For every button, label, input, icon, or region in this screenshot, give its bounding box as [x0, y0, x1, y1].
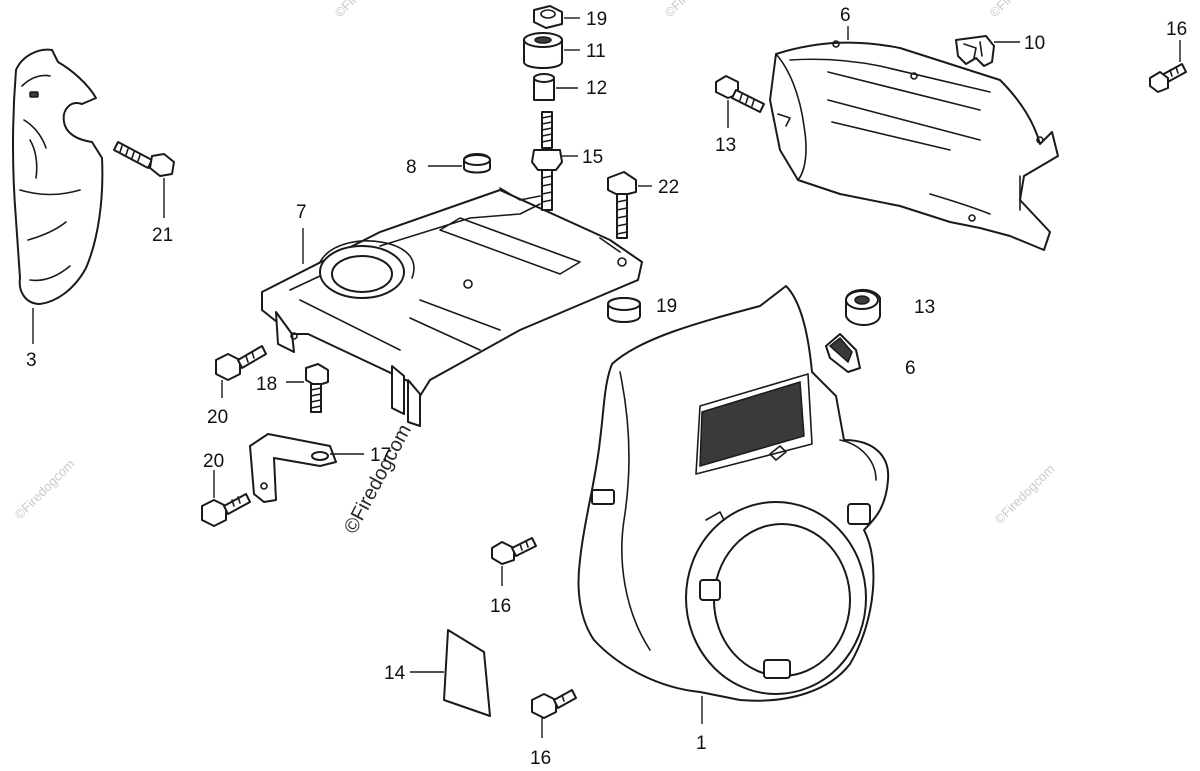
callout-10: 10 [1024, 33, 1045, 54]
part-22-bolt[interactable] [607, 171, 637, 239]
callout-8: 8 [406, 157, 417, 178]
callout-22: 22 [658, 177, 679, 198]
copyright-watermark: ©Firedogcom [340, 421, 416, 538]
watermark-text: ©Firedogcom [332, 0, 398, 20]
callout-13: 13 [914, 297, 935, 318]
callout-1: 1 [696, 733, 707, 754]
part-1-fan-cover[interactable] [577, 285, 890, 702]
part-21-bolt[interactable] [113, 141, 175, 177]
callout-11: 11 [586, 41, 606, 62]
part-19-grommet[interactable] [607, 297, 641, 323]
part-11-rubber-mount[interactable] [523, 32, 563, 69]
callout-21: 21 [152, 225, 173, 246]
part-14-label[interactable] [443, 629, 491, 717]
callout-19: 19 [586, 9, 607, 30]
callout-19: 19 [656, 296, 677, 317]
watermark-text: ©Firedogcom [0, 0, 47, 14]
callout-12: 12 [586, 78, 607, 99]
callout-20: 20 [207, 407, 228, 428]
callout-14: 14 [384, 663, 406, 684]
callout-15: 15 [582, 147, 603, 168]
watermark-text: ©Firedogcom [987, 0, 1053, 20]
callout-16: 16 [1166, 19, 1187, 40]
callout-20: 20 [203, 451, 224, 472]
part-16-bolt-top[interactable] [1149, 63, 1187, 93]
part-16-bolt-bottom[interactable] [531, 689, 577, 719]
part-18-bolt[interactable] [305, 363, 329, 413]
callout-6: 6 [905, 358, 916, 379]
part-8-cap[interactable] [463, 153, 491, 174]
part-12-collar[interactable] [533, 73, 555, 101]
part-13-grommet[interactable] [845, 289, 881, 326]
part-13-bolt[interactable] [715, 75, 765, 113]
part-16-bolt-middle[interactable] [491, 537, 537, 565]
part-6-clip[interactable] [825, 333, 861, 373]
part-3-side-shroud[interactable] [12, 48, 104, 305]
watermark-text: ©Firedogcom [12, 456, 78, 522]
part-6-rear-shroud[interactable] [769, 40, 1059, 251]
part-10-clip[interactable] [955, 35, 995, 67]
part-20-bolt-upper[interactable] [215, 345, 267, 381]
watermark-text: ©Firedogcom [992, 461, 1058, 527]
part-17-bracket[interactable] [249, 433, 337, 503]
watermark-text: ©Firedogcom [662, 0, 728, 20]
callout-7: 7 [296, 202, 307, 223]
part-15-stud-bolt[interactable] [531, 111, 563, 211]
callout-6: 6 [840, 5, 851, 26]
part-20-bolt-lower[interactable] [201, 493, 251, 527]
callout-16: 16 [490, 596, 511, 617]
callout-13: 13 [715, 135, 736, 156]
callout-17: 17 [370, 445, 391, 466]
callout-3: 3 [26, 350, 37, 371]
callout-18: 18 [256, 374, 277, 395]
part-19-nut-top[interactable] [533, 5, 563, 29]
callout-16: 16 [530, 748, 551, 769]
part-7-top-plate[interactable] [261, 187, 643, 427]
